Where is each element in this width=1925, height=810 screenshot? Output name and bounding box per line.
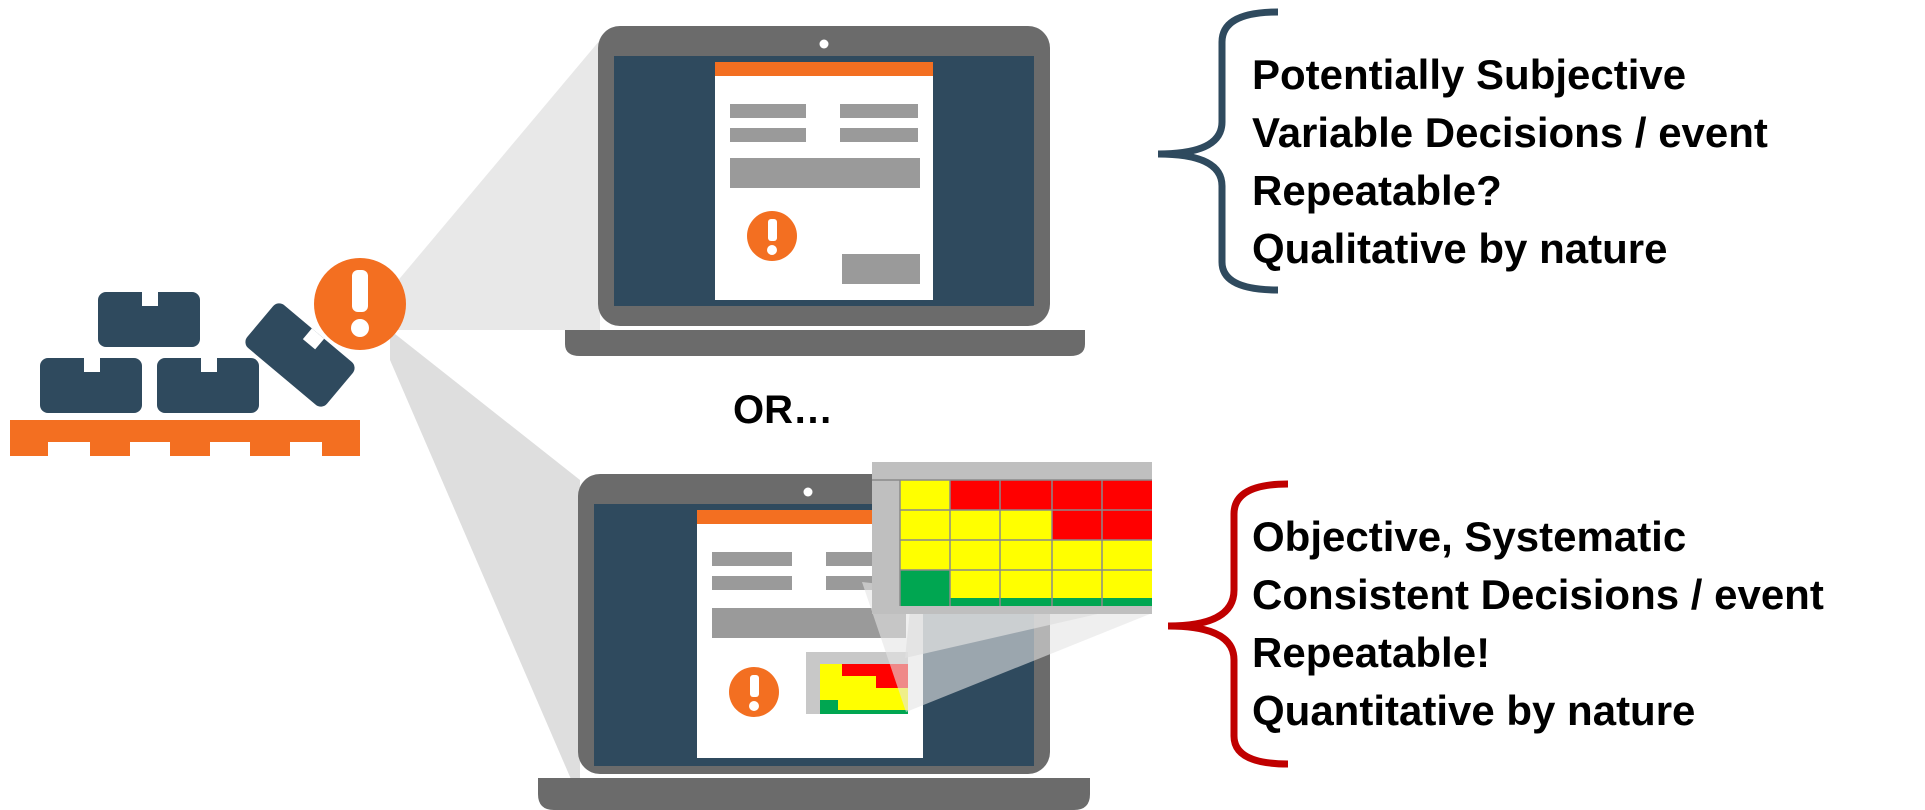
- bottom-text-line: Consistent Decisions / event: [1252, 571, 1824, 618]
- beam-top: [390, 40, 600, 330]
- pallet: [10, 420, 360, 456]
- top-text-block: Potentially Subjective Variable Decision…: [1252, 46, 1768, 278]
- or-label: OR…: [733, 388, 833, 432]
- form-exclamation-icon: [747, 211, 797, 261]
- brace-bottom: [1167, 480, 1289, 768]
- risk-matrix-icon: [872, 462, 1152, 614]
- top-text-line: Qualitative by nature: [1252, 225, 1668, 272]
- zoom-beam-lower: [862, 582, 1150, 712]
- top-text-line: Variable Decisions / event: [1252, 109, 1768, 156]
- top-text-line: Potentially Subjective: [1252, 51, 1687, 98]
- risk-matrix-icon-small: [806, 652, 908, 714]
- bottom-text-block: Objective, Systematic Consistent Decisio…: [1252, 508, 1824, 740]
- form-exclamation-icon: [729, 667, 779, 717]
- brace-top: [1157, 8, 1279, 294]
- top-text-line: Repeatable?: [1252, 167, 1502, 214]
- bottom-text-line: Repeatable!: [1252, 629, 1491, 676]
- bottom-text-line: Quantitative by nature: [1252, 687, 1696, 734]
- bottom-text-line: Objective, Systematic: [1252, 513, 1687, 560]
- exclamation-icon: [314, 258, 406, 350]
- beam-bottom: [390, 330, 580, 800]
- stacked-boxes-icon: [40, 292, 355, 413]
- laptop-icon-top: [565, 26, 1085, 356]
